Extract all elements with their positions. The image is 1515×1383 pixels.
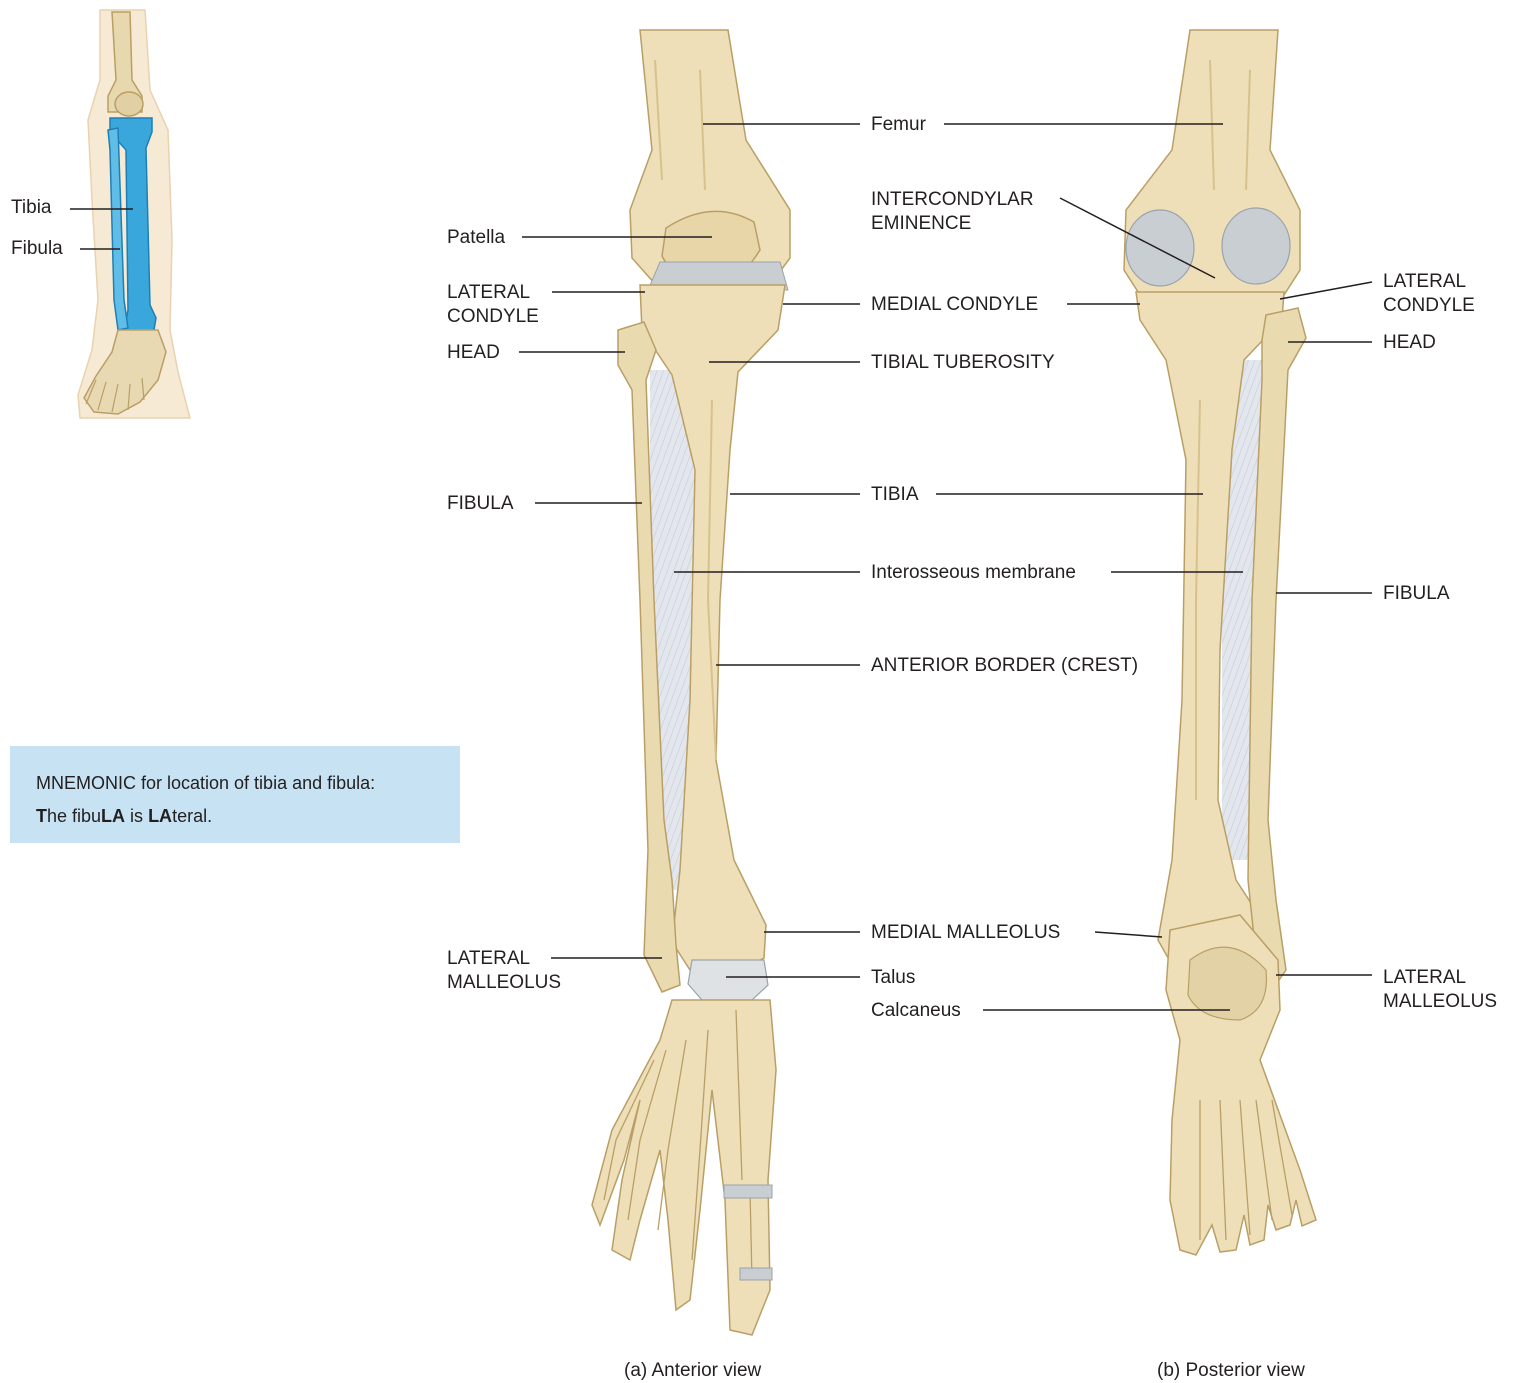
posterior-medial-femoral-condyle-cartilage [1126, 210, 1194, 286]
intercondylar-eminence-label: INTERCONDYLAR EMINENCE [871, 188, 1034, 236]
medial-malleolus-label: MEDIAL MALLEOLUS [871, 921, 1060, 945]
mnemonic-box: MNEMONIC for location of tibia and fibul… [10, 746, 460, 843]
posterior-fibula-label: FIBULA [1383, 582, 1450, 606]
tibia-label: TIBIA [871, 483, 919, 507]
posterior-view-illustration [1124, 30, 1316, 1255]
posterior-view-caption: (b) Posterior view [1157, 1359, 1305, 1383]
posterior-lateral-femoral-condyle-cartilage [1222, 208, 1290, 284]
femur-label: Femur [871, 113, 926, 137]
anterior-border-label: ANTERIOR BORDER (CREST) [871, 654, 1138, 678]
anterior-lateral-malleolus-label: LATERAL MALLEOLUS [447, 947, 561, 995]
anterior-patella-label: Patella [447, 226, 505, 250]
interosseous-membrane-label: Interosseous membrane [871, 561, 1076, 585]
anterior-fibula-label: FIBULA [447, 492, 514, 516]
talus-label: Talus [871, 966, 915, 990]
posterior-lateral-condyle-label: LATERAL CONDYLE [1383, 270, 1475, 318]
medial-malleolus-leader-right [1095, 932, 1162, 937]
posterior-lateral-malleolus-label: LATERAL MALLEOLUS [1383, 966, 1497, 1014]
posterior-foot-bones [1166, 915, 1316, 1255]
anterior-view-caption: (a) Anterior view [624, 1359, 761, 1383]
mnemonic-line-1: MNEMONIC for location of tibia and fibul… [36, 767, 434, 800]
posterior-head-label: HEAD [1383, 331, 1436, 355]
anterior-lateral-condyle-label: LATERAL CONDYLE [447, 281, 539, 329]
posterior-lateral-condyle-leader [1280, 282, 1372, 299]
anterior-head-label: HEAD [447, 341, 500, 365]
inset-leg-silhouette-icon [70, 10, 190, 418]
tibial-tuberosity-label: TIBIAL TUBEROSITY [871, 351, 1055, 375]
anterior-foot-bones [592, 1000, 776, 1335]
calcaneus-label: Calcaneus [871, 999, 961, 1023]
medial-condyle-label: MEDIAL CONDYLE [871, 293, 1038, 317]
inset-tibia-label: Tibia [11, 196, 51, 220]
anterior-view-illustration [592, 30, 790, 1335]
anterior-talus [688, 960, 768, 1000]
inset-fibula-label: Fibula [11, 237, 63, 261]
mnemonic-line-2: The fibuLA is LAteral. [36, 800, 434, 833]
